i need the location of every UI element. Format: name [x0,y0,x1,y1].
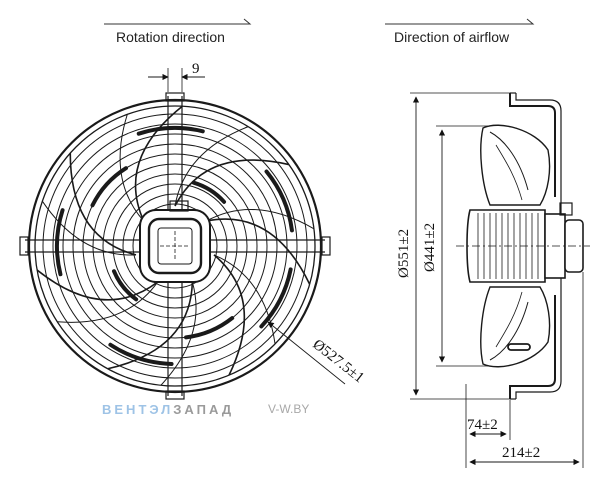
watermark-brand-part2: ЗАПАД [173,402,234,417]
guard-ring [34,105,316,387]
impeller-blade-edge [41,200,137,256]
blade-edge [489,131,529,191]
motor-hub-inner [147,217,203,275]
guard-slot-side [507,343,531,351]
guard-slot [108,342,174,366]
watermark-brand-part1: ВЕНТЭЛ [102,402,173,417]
side-view [410,92,590,468]
blade-edge [495,291,523,348]
depth-small-label: 74±2 [467,417,498,433]
guard-wire [72,143,278,349]
outer-diameter-label: Ø551±2 [396,229,412,278]
front-view [19,68,346,400]
blade-profile-top [480,124,551,206]
mounting-foot-right [321,236,331,256]
impeller-blade [134,105,183,222]
impeller-blade [174,159,290,207]
terminal-box [169,200,189,212]
airflow-arrow-icon [385,18,535,25]
rotation-arrow-icon [104,18,252,25]
guard-slot [264,169,294,233]
blade-edge [495,144,523,201]
guard-slot [184,316,235,340]
guard-slot [55,208,65,277]
mounting-foot-bottom [165,390,185,400]
guard-slot [111,269,139,302]
guard-wire [62,133,288,359]
watermark-site: V-W.BY [268,402,309,416]
impeller-blade-edge [174,126,249,207]
guard-slot [136,126,205,136]
blade-edge [489,301,529,361]
guard-wire [122,193,228,299]
depth-total-label: 214±2 [502,445,540,461]
mounting-foot-left [19,236,29,256]
motor-shaft-plate [157,227,193,265]
shroud-outline [509,93,556,399]
impeller-blade [107,282,194,370]
airflow-direction-callout: Direction of airflow [385,18,535,45]
impeller-blade-edge [206,208,315,230]
guard-wire [42,113,308,379]
guard-slot [259,267,293,329]
guard-wire [102,173,248,319]
guard-wire [92,163,258,329]
impeller-blade-edge [213,254,276,344]
guard-slots [55,126,294,366]
guard-slot [191,180,227,204]
impeller-blades [36,105,315,386]
guard-slot [90,166,128,208]
airflow-direction-label: Direction of airflow [394,29,510,45]
impeller-blade [69,153,137,256]
impeller-blade [36,269,159,301]
inner-diameter-label: Ø441±2 [422,223,438,272]
rotation-direction-callout: Rotation direction [104,18,252,45]
impeller-blade-edge [57,281,159,323]
watermark: ВЕНТЭЛЗАПАД V-W.BY [102,402,309,417]
impeller-blade [213,254,246,376]
blade-profile-bottom [480,286,551,368]
guard-outer-ring [27,98,323,394]
mounting-foot-top [165,92,185,102]
rotation-direction-label: Rotation direction [116,29,225,45]
impeller-blade [206,218,311,285]
guard-wire [82,153,268,339]
offset-dimension-label: 9 [192,61,200,77]
guard-diameter-leader [267,321,346,385]
watermark-brand: ВЕНТЭЛЗАПАД [102,402,234,417]
cable-gland [559,202,573,216]
